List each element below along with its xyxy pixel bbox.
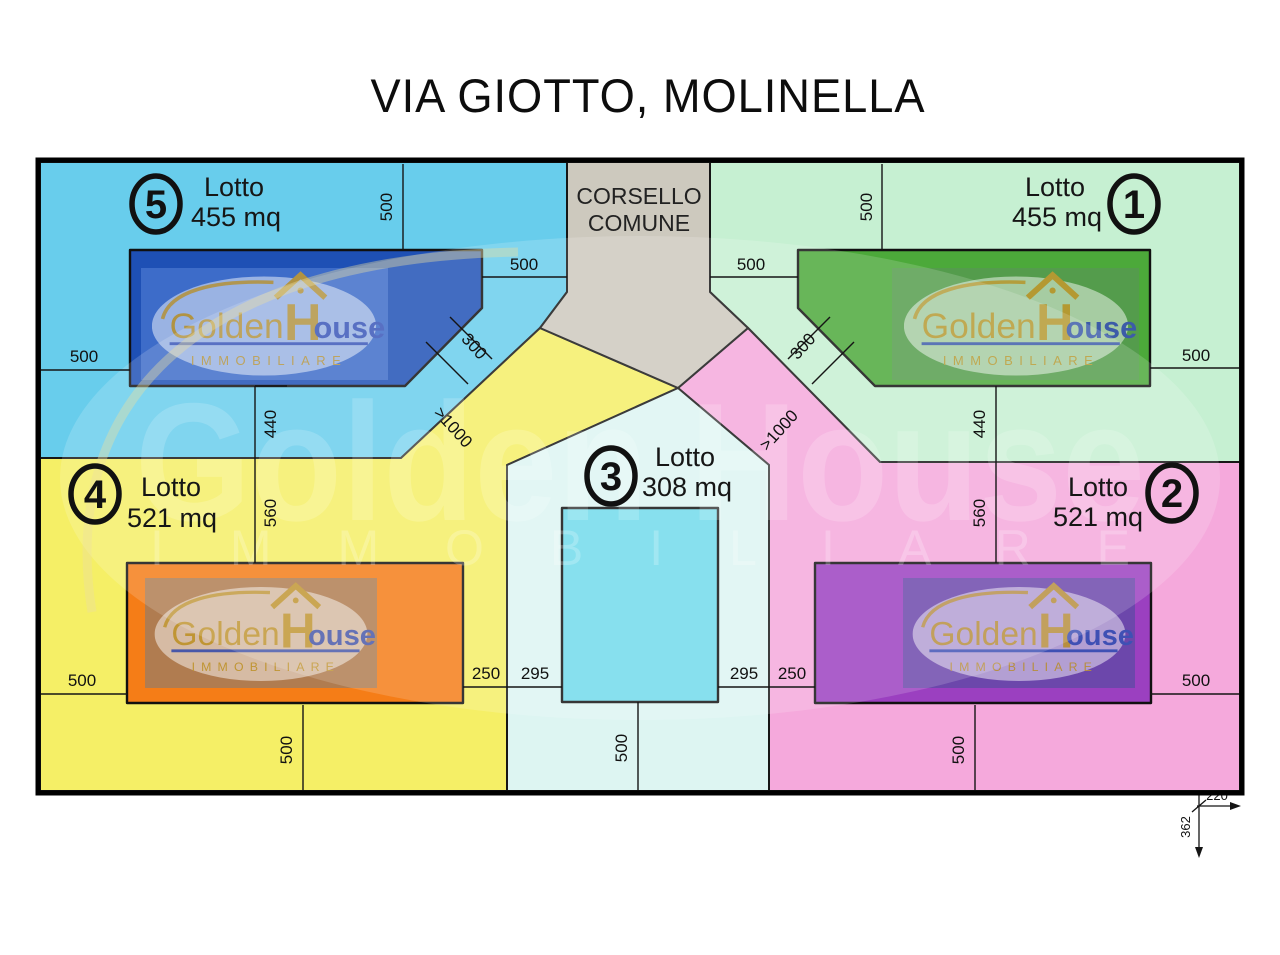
lot-4-number-circle	[68, 463, 122, 525]
lot-area: 521 mq	[1053, 502, 1143, 532]
dimension-label: 500	[612, 734, 631, 762]
watermark-swoosh	[82, 247, 519, 613]
dimension-label: 500	[1182, 346, 1210, 365]
external-dimensions	[1191, 794, 1241, 858]
dimension-label: 500	[510, 255, 538, 274]
dimension-label: 295	[730, 664, 758, 683]
lot-2-label: 2 Lotto 521 mq	[1053, 462, 1199, 532]
lot-area: 455 mq	[191, 202, 281, 232]
lot-labels: 5 Lotto 455 mq 1 Lotto 455 mq 4 Lotto 52…	[68, 172, 1199, 533]
lot-1-label: 1 Lotto 455 mq	[1012, 172, 1161, 235]
watermark: Golden House I M M O B I L I A R E	[60, 236, 1220, 720]
dim-witness-line	[449, 316, 493, 360]
lot-name: Lotto	[204, 172, 264, 202]
plan-border	[35, 157, 1245, 796]
dim-witness-line	[811, 341, 855, 385]
arrow-right-icon	[1230, 802, 1241, 810]
dimension-label: 500	[1182, 671, 1210, 690]
lot-5-number-circle	[129, 173, 183, 235]
lot-name: Lotto	[1068, 472, 1128, 502]
arrow-down-icon	[1195, 847, 1203, 858]
dimension-label: 560	[970, 499, 989, 527]
dimension-label: 440	[261, 410, 280, 438]
lot-number: 5	[145, 183, 167, 227]
lot-number: 2	[1161, 472, 1183, 516]
dimension-label: 250	[778, 664, 806, 683]
dimension-label: 500	[377, 193, 396, 221]
lot-area: 455 mq	[1012, 202, 1102, 232]
lot-name: Lotto	[1025, 172, 1085, 202]
dimension-label: 500	[857, 193, 876, 221]
lot-5-label: 5 Lotto 455 mq	[129, 172, 281, 235]
dimension-label: 560	[261, 499, 280, 527]
lot-3-number-circle	[584, 445, 638, 507]
corsello-line2: COMUNE	[588, 210, 690, 236]
dim-witness-line	[787, 316, 831, 360]
lot-area: 521 mq	[127, 503, 217, 533]
dimension-label: 500	[949, 736, 968, 764]
dimension-label: 362	[1178, 816, 1193, 838]
corsello-line1: CORSELLO	[576, 183, 701, 209]
lot-name: Lotto	[655, 442, 715, 472]
lot-4-label: 4 Lotto 521 mq	[68, 463, 217, 533]
dimension-label: 295	[521, 664, 549, 683]
dimension-label: 250	[472, 664, 500, 683]
lot-3-label: 3 Lotto 308 mq	[584, 442, 732, 507]
lot-2-number-circle	[1145, 462, 1199, 524]
lot-number: 4	[84, 473, 107, 517]
dim-line	[254, 385, 287, 563]
corsello-comune-region	[539, 161, 749, 389]
lot-name: Lotto	[141, 472, 201, 502]
dimension-label: 440	[970, 410, 989, 438]
watermark-ellipse	[60, 236, 1220, 720]
corsello-label: CORSELLO COMUNE	[576, 183, 701, 236]
dimension-lines	[40, 164, 1240, 791]
lot-number: 1	[1123, 183, 1145, 227]
dim-witness-line	[425, 341, 469, 385]
watermark-text: Golden House	[135, 368, 1145, 556]
page-title: VIA GIOTTO, MOLINELLA	[371, 69, 926, 122]
lot-area: 308 mq	[642, 472, 732, 502]
dimension-label: 500	[68, 671, 96, 690]
dimension-label: 500	[70, 347, 98, 366]
dimension-label: 500	[277, 736, 296, 764]
dimension-label: 500	[737, 255, 765, 274]
lot-3-building	[560, 506, 720, 704]
lot-number: 3	[600, 455, 622, 499]
lot-1-number-circle	[1107, 173, 1161, 235]
